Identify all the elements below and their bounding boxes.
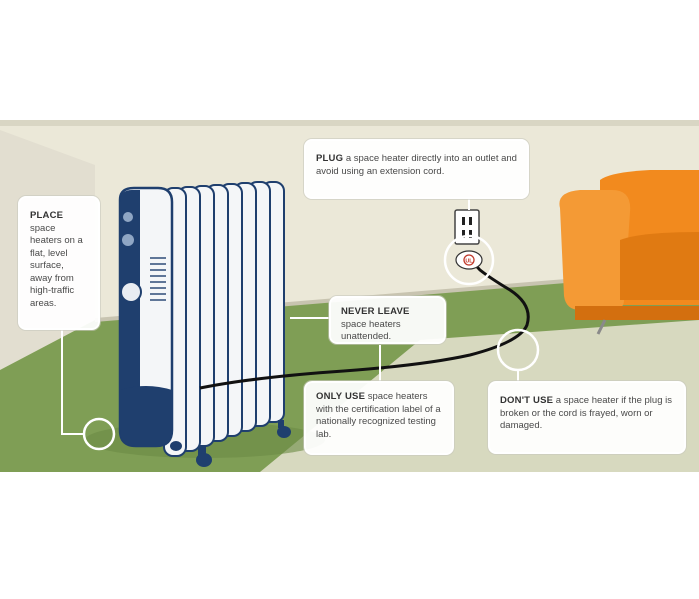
callout-place: PLACE space heaters on a flat, level sur…: [18, 196, 100, 330]
connector-lines: [61, 199, 519, 435]
callout-plug: PLUG a space heater directly into an out…: [304, 139, 529, 199]
callout-dont-use: DON'T USE a space heater if the plug is …: [488, 381, 686, 454]
callout-dont-use-heading: DON'T USE: [500, 395, 554, 406]
callout-plug-heading: PLUG: [316, 153, 344, 164]
callout-place-text: space heaters on a flat, level surface, …: [30, 222, 83, 309]
oil-radiator-heater-icon: [118, 181, 291, 467]
armchair-icon: [559, 170, 699, 335]
callout-never-leave: NEVER LEAVE space heaters unattended.: [329, 296, 446, 344]
callout-place-heading: PLACE: [30, 210, 64, 221]
callout-never-leave-text: space heaters unattended.: [341, 318, 401, 343]
callout-dont-use-text: a space heater if the plug is broken or …: [500, 395, 672, 431]
plug-icon: UL: [455, 250, 483, 270]
power-cord: [199, 251, 530, 390]
callout-never-leave-heading: NEVER LEAVE: [341, 306, 410, 317]
callout-only-use-heading: ONLY USE: [316, 391, 366, 402]
plug-highlight-ring: [443, 234, 495, 286]
callout-plug-text: a space heater directly into an outlet a…: [316, 153, 517, 177]
callout-only-use-text: space heaters with the certification lab…: [316, 391, 441, 440]
ul-mark: UL: [465, 259, 473, 265]
callout-only-use: ONLY USE space heaters with the certific…: [304, 381, 454, 455]
